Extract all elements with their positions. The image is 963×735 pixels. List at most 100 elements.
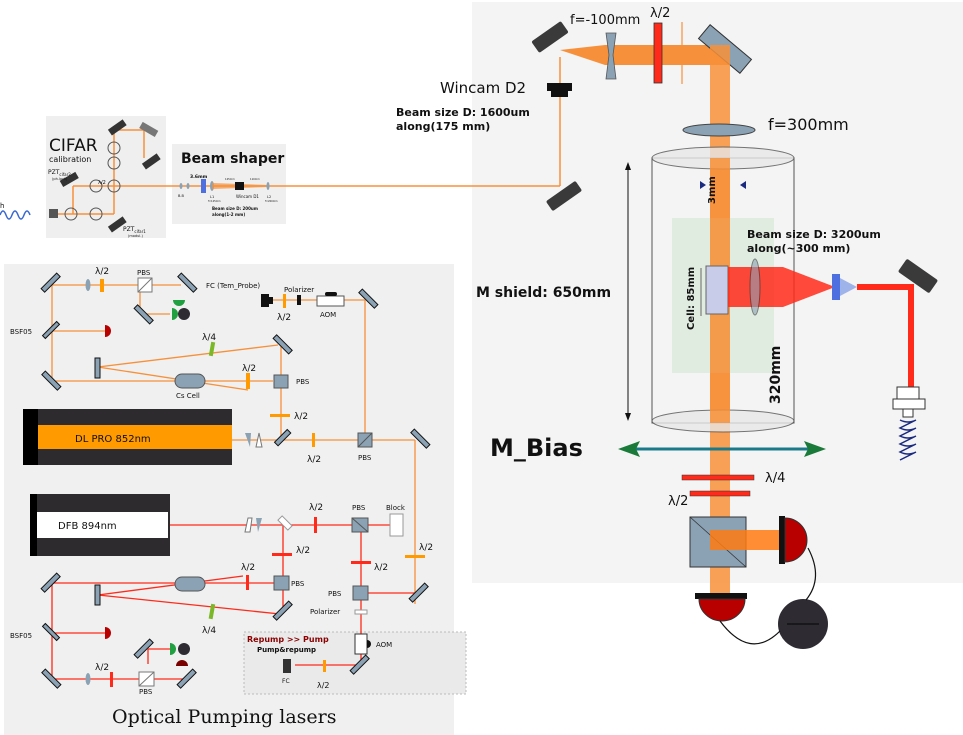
pump-fiber-coupler [892,398,926,410]
m-bias-label: M_Bias [490,434,583,462]
cifar-waveplate-label: λ/2 [98,180,106,186]
probe-pbs-top-label: PBS [137,269,151,277]
wincam-d2-label: Wincam D2 [440,79,526,97]
pzt2-note: (ph.lock) [52,177,68,181]
l2-note: f=200mm [265,199,278,203]
pump-laser-beams [51,524,415,680]
probe-halfwave-out-label: λ/2 [307,455,321,465]
beam-block [389,513,404,537]
photodiode-right [784,517,808,563]
probe-halfwave-fc-label: λ/2 [277,313,291,323]
pump-cs-cell [174,576,206,592]
probe-pbs-mid-label: PBS [296,378,310,386]
pzt1-note: (modul.) [128,234,143,238]
pump-quarterwave-label: λ/4 [202,626,216,636]
bb-label: B.B [178,194,185,198]
pump-halfwave-probe-path-label: λ/2 [419,543,433,553]
probe-quarterwave-label: λ/4 [202,333,216,343]
pump-pbs-2-label: PBS [328,590,342,598]
negative-lens-label: f=-100mm [570,13,640,28]
wincam-d1-icon [235,182,244,190]
probe-cs-cell-label: Cs Cell [176,392,200,400]
dist2-label: 110mm [250,177,260,181]
probe-aom [316,295,345,307]
probe-halfwave-top-label: λ/2 [95,267,109,277]
pump-halfwave-bottom-label: λ/2 [95,663,109,673]
probe-halfwave-low-label: λ/2 [294,412,308,422]
dl-pro-label: DL PRO 852nm [75,434,151,445]
negative-lens [605,32,617,80]
positive-lens-label: f=300mm [768,115,849,134]
pump-pbs-2 [352,585,369,601]
pump-bsf-label: BSF05 [10,632,32,640]
pump-along: along(~300 mm) [747,242,850,255]
quarterwave-bottom-label: λ/4 [765,471,785,486]
probe-bsf-label: BSF05 [10,328,32,336]
pump-halfwave-3-label: λ/2 [374,563,388,573]
probe-detector-green-1 [173,300,185,306]
pzt1-label: PZTcifar1 [123,226,146,234]
m-shield-label: M shield: 650mm [476,285,611,301]
wincam-d1-label: Wincam D1 [236,194,259,199]
wincam-d2-icon [547,83,572,91]
fiber-coupler-icon [49,209,58,218]
halfwave-bottom [689,490,751,497]
pump-fold-mirror [898,259,938,293]
halfwave-bottom-label: λ/2 [668,494,688,509]
pump-halfwave-1-label: λ/2 [309,503,323,513]
fiber-label: h [0,202,4,210]
halfwave-top [653,22,663,84]
pump-lens [749,258,761,316]
pump-beam-size: Beam size D: 3200um [747,228,881,241]
pump-pbs-1-label: PBS [352,504,366,512]
dist1-label: 125mm [225,177,235,181]
d2-beam-size: Beam size D: 1600um [396,106,530,119]
cifar-subtitle: calibration [49,155,91,164]
pump-aom-label: AOM [376,641,392,649]
probe-fc-icon [269,297,273,304]
probe-cs-cell [174,373,206,389]
pzt2-label: PZTcifar2 [48,169,71,177]
figure-caption: Optical Pumping lasers [112,706,336,728]
photodiode-bottom [698,598,746,622]
input-fiber [0,210,31,220]
steering-mirror-bottom [546,181,582,211]
pump-halfwave-cell-label: λ/2 [241,563,255,573]
shaper-beam-size: Beam size D: 200um [212,206,258,211]
positive-lens [682,123,756,137]
probe-pbs-mid [273,374,289,389]
pump-pbs-cell [273,575,290,591]
halfwave-top-label: λ/2 [650,6,670,21]
repump-subtitle: Pump&repump [257,646,316,654]
probe-pbs-out-label: PBS [358,454,372,462]
probe-detector-green-2 [172,308,178,320]
probe-aom-label: AOM [320,311,336,319]
pump-halfwave-1 [314,517,317,533]
aperture-icon [201,179,206,193]
pump-pbs-cell-label: PBS [291,580,305,588]
probe-halfwave-mid-label: λ/2 [242,364,256,374]
repump-title: Repump >> Pump [247,635,329,644]
l1-note: f=125mm [208,199,221,203]
probe-halfwave-top [100,279,104,292]
pzt-cifar1-mirror [107,216,127,233]
shaper-along: along(1-2 mm) [212,212,245,217]
three-mm-label: 3mm [707,176,718,204]
d2-along: along(175 mm) [396,120,490,133]
expanded-beam [560,45,730,65]
cifar-title: CIFAR [49,136,98,156]
aperture-label: 3.6mm [190,174,208,180]
probe-polarizer-label: Polarizer [284,286,314,294]
vapor-cell [705,265,729,315]
pump-pbs-bottom-label: PBS [139,688,153,696]
pump-prism [832,274,840,300]
probe-fc-label: FC (Tem_Probe) [206,282,260,290]
l2-label: L2 [267,195,271,199]
probe-quarterwave [208,341,216,357]
pump-halfwave-2-label: λ/2 [296,546,310,556]
pump-halfwave-fc-label: λ/2 [317,681,330,690]
pump-fc-icon [283,659,291,673]
pump-fiber [898,419,917,461]
l1-label: L1 [210,195,214,199]
pump-polarizer-label: Polarizer [310,608,340,616]
